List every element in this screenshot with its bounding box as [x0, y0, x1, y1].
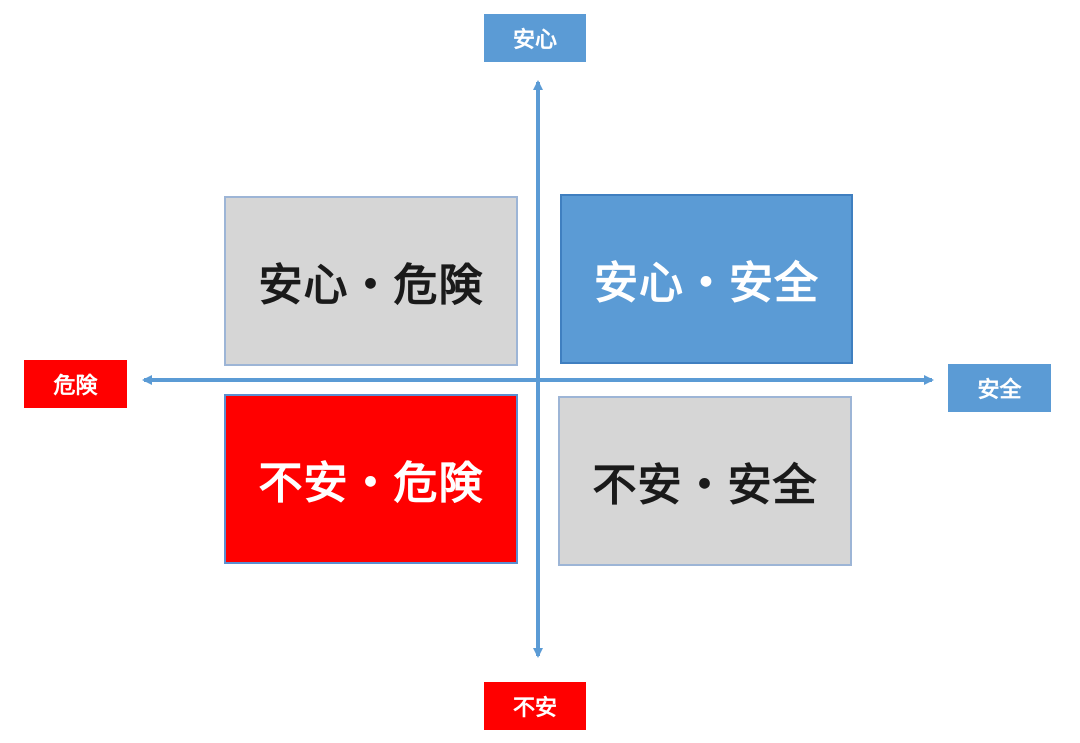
axis-label-left: 危険 [24, 360, 127, 408]
axis-label-right: 安全 [948, 364, 1051, 412]
axis-label-top: 安心 [484, 14, 586, 62]
quadrant-top-right: 安心・安全 [560, 194, 853, 364]
quadrant-bottom-right: 不安・安全 [558, 396, 852, 566]
quadrant-bottom-left: 不安・危険 [224, 394, 518, 564]
quadrant-top-left: 安心・危険 [224, 196, 518, 366]
axis-label-bottom: 不安 [484, 682, 586, 730]
